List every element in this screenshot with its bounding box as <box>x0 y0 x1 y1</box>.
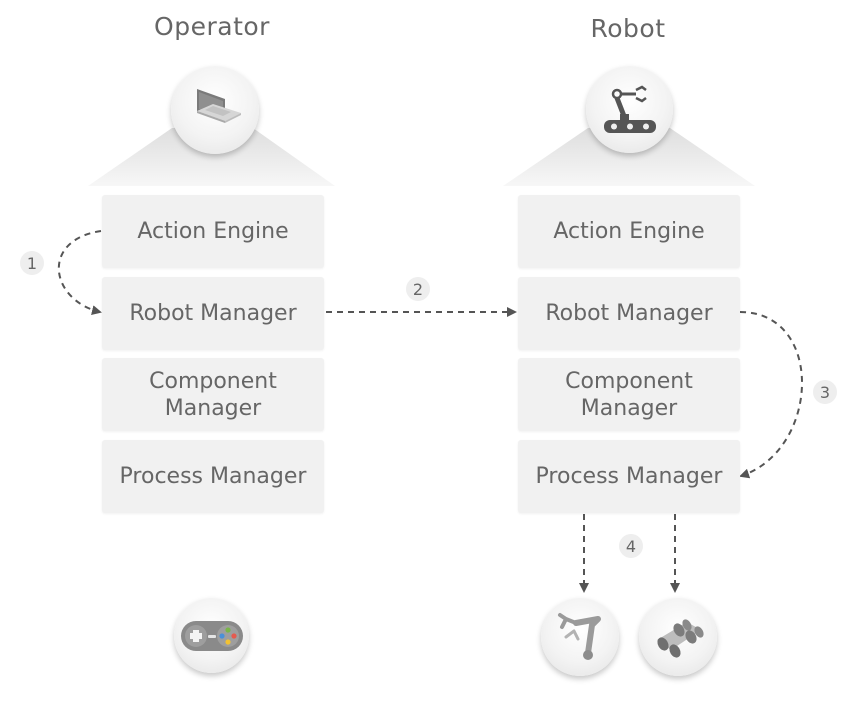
robot-component-manager: Component Manager <box>518 358 740 431</box>
gamepad-icon <box>180 620 243 651</box>
arrow-step-1 <box>57 230 102 315</box>
robot-arm-conveyor-icon <box>603 85 656 133</box>
robotic-arm-circle <box>541 598 619 676</box>
robot-title: Robot <box>590 14 666 43</box>
robotic-arm-icon <box>558 613 601 660</box>
operator-laptop-circle <box>171 66 259 154</box>
arrow-step-3 <box>739 311 803 479</box>
operator-process-manager: Process Manager <box>102 440 324 513</box>
robot-robot-manager: Robot Manager <box>518 277 740 350</box>
wheeled-base-circle <box>639 598 717 676</box>
laptop-icon <box>197 89 241 123</box>
operator-action-engine: Action Engine <box>102 195 324 268</box>
step-badge-3: 3 <box>813 380 837 404</box>
robot-action-engine: Action Engine <box>518 195 740 268</box>
robot-icon-circle <box>586 66 673 153</box>
robot-process-manager: Process Manager <box>518 440 740 513</box>
operator-title: Operator <box>154 12 270 41</box>
wheeled-base-icon <box>657 619 704 658</box>
step-badge-1: 1 <box>20 251 44 275</box>
operator-robot-manager: Robot Manager <box>102 277 324 350</box>
robot-projection-fan <box>503 128 755 186</box>
step-badge-4: 4 <box>619 534 643 558</box>
step-badge-2: 2 <box>406 277 430 301</box>
operator-component-manager: Component Manager <box>102 358 324 431</box>
operator-projection-fan <box>88 128 335 186</box>
operator-gamepad-circle <box>174 598 249 673</box>
